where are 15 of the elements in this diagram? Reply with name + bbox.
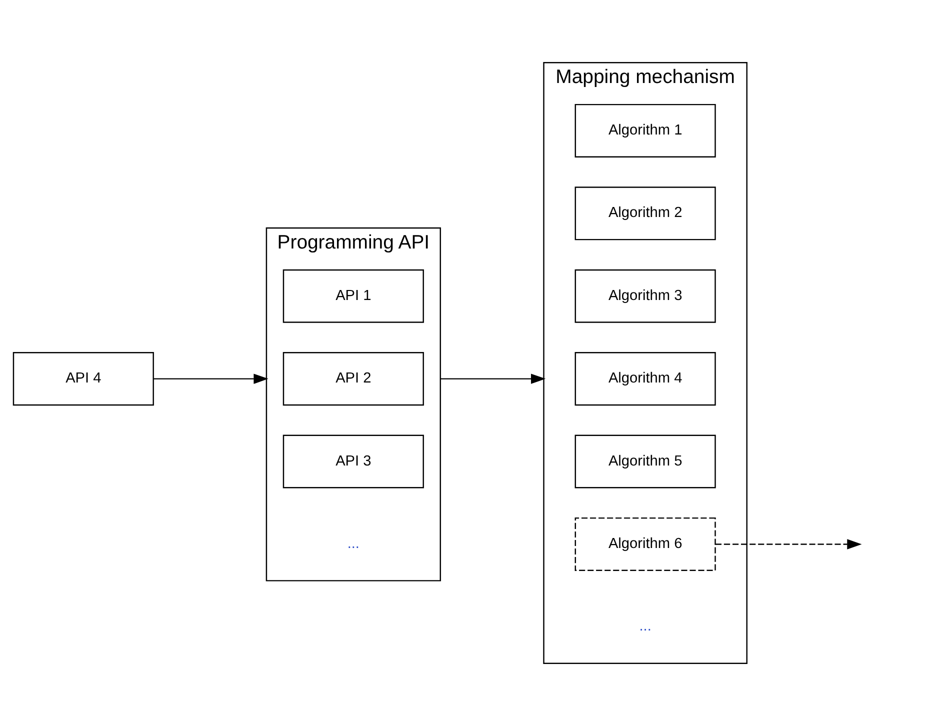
node-box: API 1 — [282, 269, 424, 323]
arrow — [440, 374, 546, 384]
label: ... — [347, 536, 360, 552]
node-box: Algorithm 3 — [574, 269, 716, 323]
node-box: API 3 — [282, 434, 424, 488]
node-box: API 2 — [282, 352, 424, 406]
node-box: API 4 — [12, 352, 154, 406]
node-box: Algorithm 1 — [574, 104, 716, 158]
node-box: Algorithm 2 — [574, 186, 716, 240]
node-box: Algorithm 5 — [574, 434, 716, 488]
node-box: Algorithm 6 — [574, 517, 716, 571]
node-box: Algorithm 4 — [574, 352, 716, 406]
arrow — [154, 374, 268, 384]
arrow — [716, 539, 862, 550]
label: ... — [639, 618, 652, 635]
